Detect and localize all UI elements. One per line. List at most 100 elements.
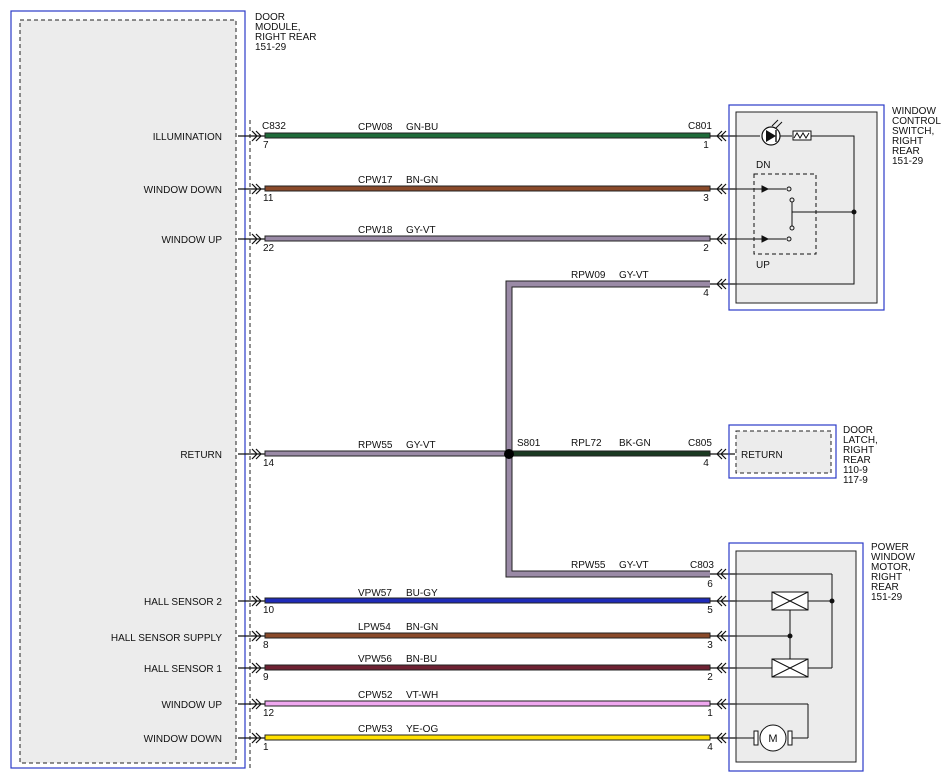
wire-color: BN-GN bbox=[406, 622, 438, 633]
signal-label: WINDOW UP bbox=[161, 235, 222, 246]
wire-color: GY-VT bbox=[406, 225, 436, 236]
wires bbox=[264, 132, 711, 741]
pin-number: 4 bbox=[707, 742, 713, 753]
window-control-switch: DN UP WINDOW CONTROL SWITCH, RIGHT REAR … bbox=[728, 104, 941, 311]
latch-connector: C805 bbox=[688, 438, 712, 449]
pin-number: 6 bbox=[707, 579, 713, 590]
motor-name-5: 151-29 bbox=[871, 592, 903, 603]
wire-rpl72 bbox=[508, 450, 711, 457]
wire-circuit: VPW56 bbox=[358, 654, 392, 665]
latch-name-1: LATCH, bbox=[843, 435, 878, 446]
wire-color: BN-GN bbox=[406, 175, 438, 186]
wire-color: VT-WH bbox=[406, 690, 438, 701]
pin-number: 9 bbox=[263, 672, 269, 683]
door-latch: RETURN DOOR LATCH, RIGHT REAR 110-9 117-… bbox=[728, 424, 878, 486]
door-module-name-1: MODULE, bbox=[255, 22, 301, 33]
right-connector-arrows bbox=[710, 130, 735, 744]
led-icon bbox=[735, 119, 792, 146]
motor-icon bbox=[735, 703, 809, 752]
signal-label: WINDOW DOWN bbox=[144, 734, 222, 745]
wire-color: YE-OG bbox=[406, 724, 438, 735]
pin-number: 3 bbox=[707, 640, 713, 651]
wire-circuit: LPW54 bbox=[358, 622, 391, 633]
motor-name-1: WINDOW bbox=[871, 552, 915, 563]
pin-number: 12 bbox=[263, 708, 275, 719]
wire-color: GN-BU bbox=[406, 122, 438, 133]
latch-name-4: 110-9 bbox=[843, 465, 868, 476]
signal-label: HALL SENSOR SUPPLY bbox=[111, 633, 222, 644]
wire-color: BU-GY bbox=[406, 588, 438, 599]
door-module-name-3: 151-29 bbox=[255, 42, 287, 53]
wire-circuit: RPW55 bbox=[571, 560, 606, 571]
pin-number: 3 bbox=[703, 193, 709, 204]
switch-name-5: 151-29 bbox=[892, 156, 924, 167]
signal-label: ILLUMINATION bbox=[153, 132, 222, 143]
wire-color: GY-VT bbox=[619, 270, 649, 281]
wire-rpw09 bbox=[505, 280, 710, 454]
latch-name-0: DOOR bbox=[843, 425, 873, 436]
wire-circuit: RPW09 bbox=[571, 270, 606, 281]
splice-dot bbox=[504, 449, 514, 459]
latch-return-label: RETURN bbox=[741, 450, 783, 461]
wire-cpw53 bbox=[264, 734, 711, 741]
wire-circuit: CPW17 bbox=[358, 175, 393, 186]
pin-number: 10 bbox=[263, 605, 275, 616]
wire-cpw18 bbox=[264, 235, 711, 242]
pin-number: 1 bbox=[703, 140, 709, 151]
wire-rpw55-down-fill bbox=[506, 454, 710, 577]
signal-label: HALL SENSOR 2 bbox=[144, 597, 222, 608]
wire-circuit: CPW08 bbox=[358, 122, 393, 133]
switch-name-3: RIGHT bbox=[892, 136, 923, 147]
latch-name-3: REAR bbox=[843, 455, 871, 466]
switch-name-4: REAR bbox=[892, 146, 920, 157]
signal-label: RETURN bbox=[180, 450, 222, 461]
left-connector-arrows bbox=[238, 130, 265, 744]
pin-number: 11 bbox=[263, 193, 274, 204]
wire-cpw17 bbox=[264, 185, 711, 192]
wire-vpw57 bbox=[264, 597, 711, 604]
pin-number: 14 bbox=[263, 458, 275, 469]
wire-color: BK-GN bbox=[619, 438, 651, 449]
wire-circuit: VPW57 bbox=[358, 588, 392, 599]
wire-rpw55-left bbox=[264, 450, 510, 457]
pin-number: 4 bbox=[703, 458, 709, 469]
motor-name-3: RIGHT bbox=[871, 572, 902, 583]
wire-circuit: RPL72 bbox=[571, 438, 602, 449]
wire-rpw55-down bbox=[505, 454, 710, 578]
switch-name-1: CONTROL bbox=[892, 116, 941, 127]
signal-label: WINDOW UP bbox=[161, 700, 222, 711]
wire-rpw09-fill bbox=[506, 281, 710, 454]
door-module-name-2: RIGHT REAR bbox=[255, 32, 317, 43]
pin-number: 5 bbox=[707, 605, 713, 616]
pin-number: 2 bbox=[703, 243, 709, 254]
wire-color: GY-VT bbox=[406, 440, 436, 451]
wire-circuit: RPW55 bbox=[358, 440, 393, 451]
signal-label: WINDOW DOWN bbox=[144, 185, 222, 196]
left-pin-numbers: 7 11 22 14 10 8 9 12 1 bbox=[263, 140, 275, 753]
wire-circuit: CPW18 bbox=[358, 225, 393, 236]
door-module-connector: C832 bbox=[262, 121, 286, 132]
pin-number: 1 bbox=[707, 708, 713, 719]
wire-vpw56 bbox=[264, 664, 711, 671]
latch-name-5: 117-9 bbox=[843, 475, 868, 486]
wire-circuit: CPW52 bbox=[358, 690, 393, 701]
up-label: UP bbox=[756, 260, 770, 271]
motor-symbol: M bbox=[768, 733, 777, 745]
motor-name-0: POWER bbox=[871, 542, 909, 553]
wire-color: BN-BU bbox=[406, 654, 437, 665]
signal-labels: ILLUMINATION WINDOW DOWN WINDOW UP RETUR… bbox=[111, 132, 223, 745]
door-module-name-0: DOOR bbox=[255, 12, 285, 23]
pin-number: 4 bbox=[703, 288, 709, 299]
hall-sensor-icon bbox=[735, 573, 835, 678]
motor-connector: C803 bbox=[690, 560, 714, 571]
power-window-motor: M POWER WINDOW MOTOR, RIGHT REAR 151-29 bbox=[728, 542, 915, 772]
switch-contacts bbox=[735, 185, 857, 243]
switch-name-2: SWITCH, bbox=[892, 126, 934, 137]
pin-number: 7 bbox=[263, 140, 269, 151]
dn-label: DN bbox=[756, 160, 770, 171]
switch-connector: C801 bbox=[688, 121, 712, 132]
door-module: DOOR MODULE, RIGHT REAR 151-29 C832 bbox=[10, 10, 317, 769]
wire-circuit: CPW53 bbox=[358, 724, 393, 735]
switch-name-0: WINDOW bbox=[892, 106, 936, 117]
